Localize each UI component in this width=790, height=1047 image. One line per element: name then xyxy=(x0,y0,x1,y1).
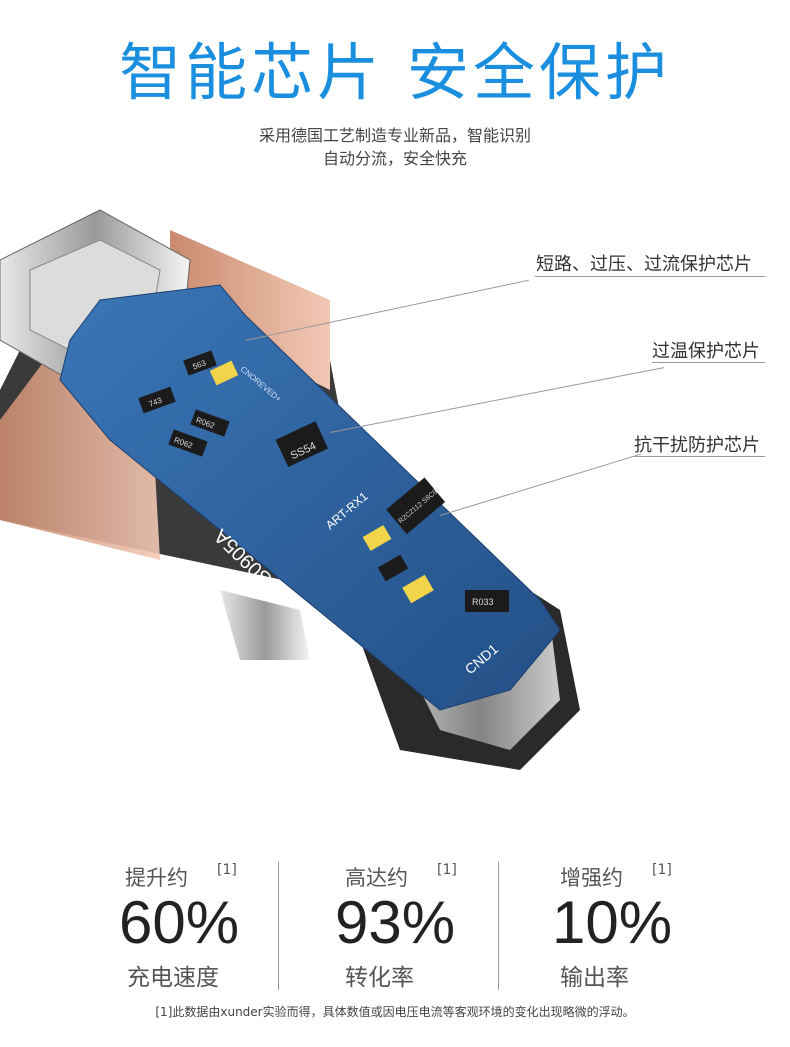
stat-value: 60% xyxy=(119,889,240,956)
callout-interference-chip: 抗干扰防护芯片 xyxy=(634,435,760,456)
divider xyxy=(278,862,279,990)
stat-label: 充电速度 xyxy=(127,965,219,991)
callout-underline xyxy=(634,456,765,457)
stat-prefix: 高达约 xyxy=(345,866,408,890)
stat-prefix: 增强约 xyxy=(560,866,623,890)
footnote: [1]此数据由xunder实验而得，具体数值或因电压电流等客观环境的变化出现略微… xyxy=(155,1005,635,1019)
r563-label: 563 xyxy=(191,358,207,371)
stat-footnote-ref: [1] xyxy=(217,862,237,878)
subtitle-line-2: 自动分流，安全快充 xyxy=(322,149,467,168)
stat-value: 93% xyxy=(335,889,456,956)
stat-prefix: 提升约 xyxy=(125,866,188,890)
car-charger-image: NS0905A SS54 ART-RX1 R2C2112 S8C91 R033 … xyxy=(0,209,580,770)
stat-footnote-ref: [1] xyxy=(437,862,457,878)
callout-underline xyxy=(652,362,765,363)
callout-underline xyxy=(535,276,765,277)
subtitle-line-1: 采用德国工艺制造专业新品，智能识别 xyxy=(258,126,531,145)
stat-value: 10% xyxy=(552,889,673,956)
divider xyxy=(498,862,499,990)
r743-label: 743 xyxy=(148,396,164,409)
stat-label: 输出率 xyxy=(560,965,629,991)
stat-footnote-ref: [1] xyxy=(652,862,672,878)
resistor-label: R033 xyxy=(472,597,494,607)
callout-short-circuit-chip: 短路、过压、过流保护芯片 xyxy=(536,254,752,275)
callout-overheat-chip: 过温保护芯片 xyxy=(652,341,760,362)
page-title: 智能芯片 安全保护 xyxy=(119,36,671,109)
stat-label: 转化率 xyxy=(345,965,414,991)
